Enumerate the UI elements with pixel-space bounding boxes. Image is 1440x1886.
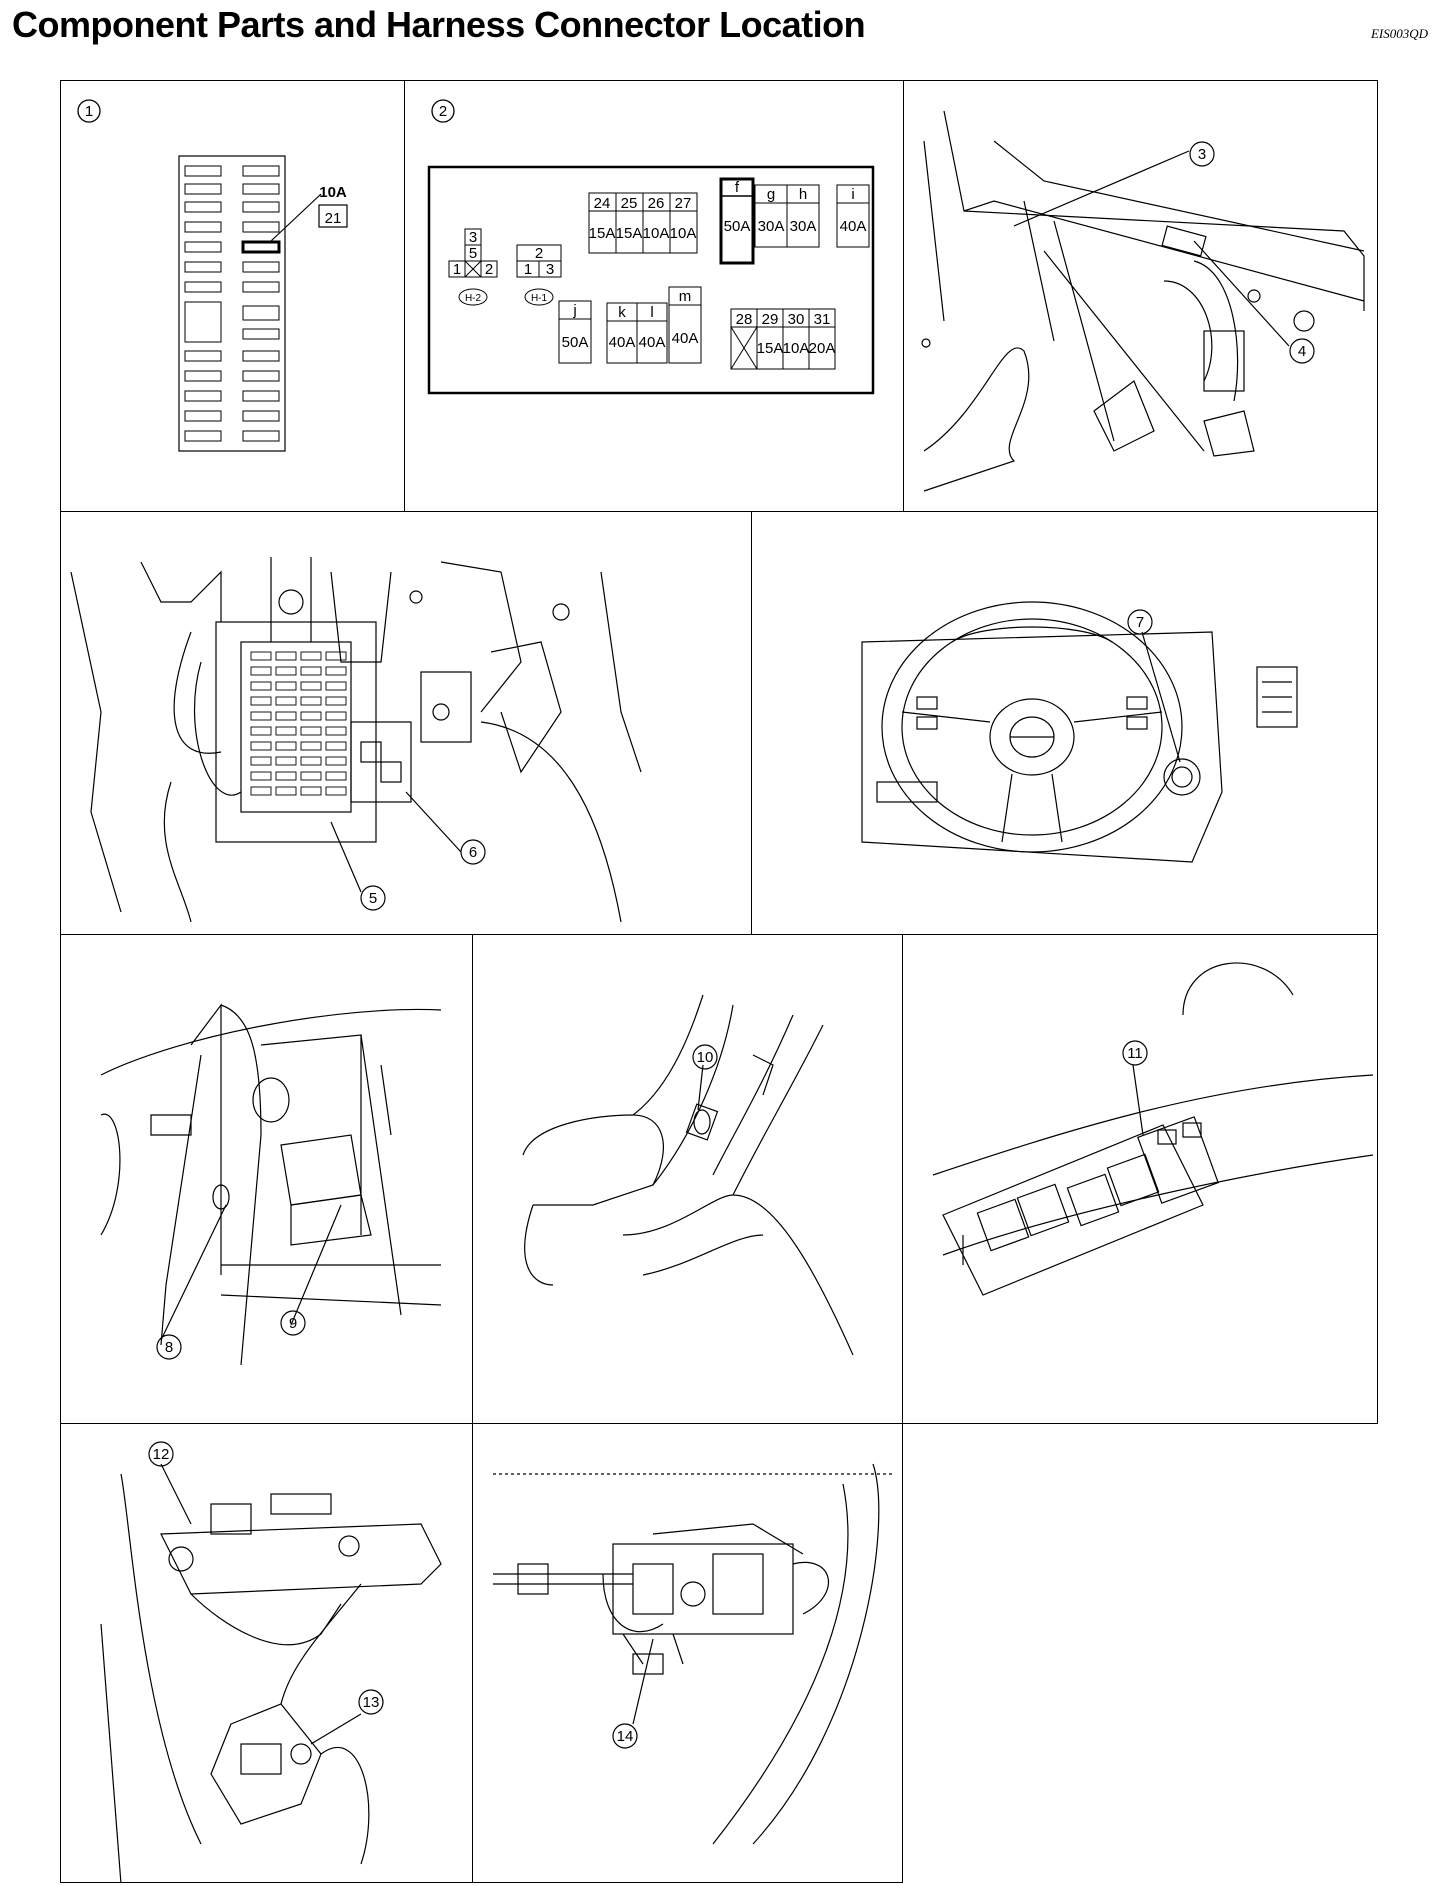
fusible-g-label: g: [767, 186, 775, 203]
fuse-24-rating: 15A: [589, 225, 616, 242]
callout-6: 6: [469, 844, 477, 861]
callout-8: 8: [165, 1339, 173, 1356]
fuse-27-number: 27: [675, 195, 692, 212]
callout-1: 1: [85, 103, 93, 120]
fuse-link-box-illustration: 2 3 5 1 2 H-2 2 1 3 H-1 24 25 2: [427, 99, 875, 395]
relay-h1-pin-left: 1: [524, 261, 532, 278]
fusible-j-rating: 50A: [562, 334, 589, 351]
callout-12: 12: [153, 1446, 170, 1463]
callout-4: 4: [1298, 343, 1306, 360]
callout-10: 10: [697, 1049, 714, 1066]
fusible-g-rating: 30A: [758, 218, 785, 235]
callout-3: 3: [1198, 146, 1206, 163]
fuse-27-rating: 10A: [670, 225, 697, 242]
relay-h1-tag: H-1: [531, 293, 548, 304]
callout-9: 9: [289, 1315, 297, 1332]
fusible-l-label: l: [650, 304, 653, 321]
door-open-illustration: 8 9: [100, 1003, 442, 1366]
callout-11: 11: [1127, 1045, 1143, 1062]
panel-door-lock-front: 12 13: [60, 1423, 473, 1883]
fuse-31-number: 31: [814, 311, 831, 328]
fusible-m-label: m: [679, 288, 692, 305]
document-code: EIS003QD: [1370, 26, 1428, 41]
panel-fuse-link-box: 2 3 5 1 2 H-2 2 1 3 H-1 24 25 2: [404, 80, 904, 512]
fuse-29-rating: 15A: [757, 340, 784, 357]
fuse-number-label: 21: [325, 210, 342, 227]
fusible-f-label: f: [735, 179, 740, 196]
fuse-29-number: 29: [762, 311, 779, 328]
relay-h2-tag: H-2: [465, 293, 482, 304]
fusible-m-rating: 40A: [672, 330, 699, 347]
fusible-f-rating: 50A: [724, 218, 751, 235]
callout-5: 5: [369, 890, 377, 907]
panel-steering-wheel: 7: [751, 511, 1378, 935]
fuse-26-rating: 10A: [643, 225, 670, 242]
fusible-i-rating: 40A: [840, 218, 867, 235]
fuse-30-number: 30: [788, 311, 805, 328]
fusible-i-label: i: [851, 186, 854, 203]
fuse-25-number: 25: [621, 195, 638, 212]
fuse-30-rating: 10A: [783, 340, 810, 357]
door-lock-rear-illustration: 14: [493, 1463, 893, 1845]
fuse-rating-label: 10A: [319, 184, 347, 201]
steering-wheel-illustration: 7: [861, 601, 1298, 863]
fuse-26-number: 26: [648, 195, 665, 212]
page-title: Component Parts and Harness Connector Lo…: [12, 4, 866, 45]
window-switch-illustration: 11: [932, 962, 1374, 1296]
under-dash-illustration: 3 4: [921, 110, 1365, 492]
door-switch-illustration: 10: [522, 994, 854, 1356]
panel-junction-box: 5 6: [60, 511, 752, 935]
panel-door-open: 8 9: [60, 934, 473, 1424]
callout-7: 7: [1136, 614, 1144, 631]
callout-13: 13: [363, 1694, 380, 1711]
fuse-block-illustration: 1 10A 21: [77, 99, 348, 452]
junction-box-illustration: 5 6: [70, 557, 642, 923]
fuse-24-number: 24: [594, 195, 611, 212]
relay-h2-pin-mid: 5: [469, 245, 477, 262]
panel-window-switch: 11: [902, 934, 1378, 1424]
panel-door-lock-rear: 14: [472, 1423, 903, 1883]
relay-h1-pin-top: 2: [535, 245, 543, 262]
relay-h2-pin-left: 1: [453, 261, 461, 278]
fuse-28-number: 28: [736, 311, 753, 328]
relay-h2-pin-top: 3: [469, 229, 477, 246]
relay-h1-pin-right: 3: [546, 261, 554, 278]
relay-h2-pin-right: 2: [485, 261, 493, 278]
fusible-k-rating: 40A: [609, 334, 636, 351]
fuse-25-rating: 15A: [616, 225, 643, 242]
callout-2: 2: [439, 103, 447, 120]
panel-door-switch: 10: [472, 934, 903, 1424]
fuse-31-rating: 20A: [809, 340, 836, 357]
panel-under-dash: 3 4: [903, 80, 1378, 512]
fusible-l-rating: 40A: [639, 334, 666, 351]
fusible-j-label: j: [572, 302, 576, 319]
panel-fuse-block: 1 10A 21: [60, 80, 405, 512]
fusible-h-rating: 30A: [790, 218, 817, 235]
callout-14: 14: [617, 1728, 634, 1745]
fusible-k-label: k: [618, 304, 626, 321]
door-lock-front-illustration: 12 13: [100, 1441, 442, 1882]
fusible-h-label: h: [799, 186, 807, 203]
